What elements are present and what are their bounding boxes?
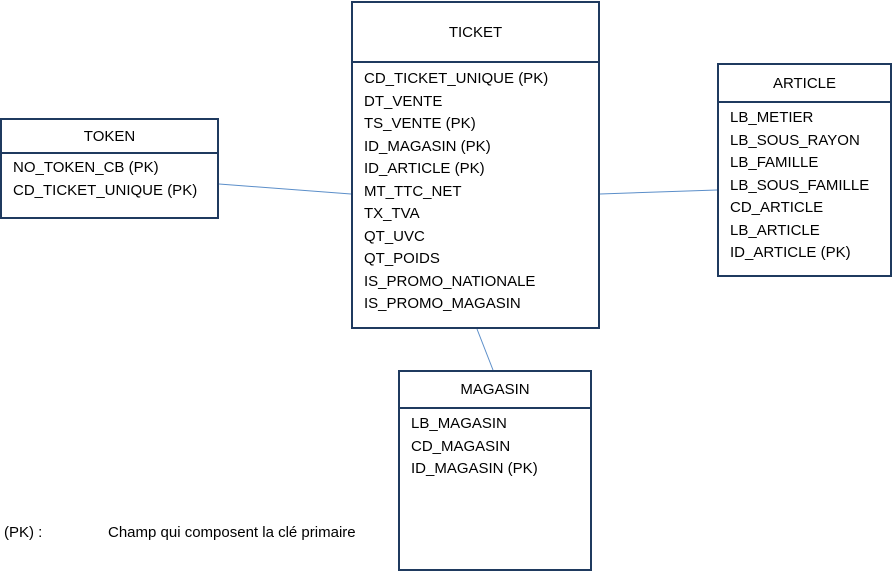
entity-ticket-title: TICKET	[353, 3, 598, 63]
legend-key: (PK) :	[4, 524, 43, 541]
entity-field: QT_POIDS	[364, 250, 440, 267]
legend: (PK) : Champ qui composent la clé primair…	[4, 524, 356, 541]
entity-field: DT_VENTE	[364, 92, 443, 110]
entity-field: TS_VENTE (PK)	[364, 115, 476, 132]
entity-field: LB_SOUS_RAYON	[730, 131, 860, 149]
entity-ticket-fields: CD_TICKET_UNIQUE (PK) DT_VENTE TS_VENTE (P…	[353, 63, 598, 316]
entity-field: QT_UVC	[364, 227, 425, 245]
entity-field: MT_TTC_NET	[364, 182, 462, 200]
legend-description: Champ qui composent la clé primaire	[108, 524, 356, 541]
link-ticket-article	[599, 189, 718, 195]
entity-token-title: TOKEN	[2, 120, 217, 154]
entity-article-title: ARTICLE	[719, 65, 890, 103]
entity-magasin[interactable]: MAGASIN LB_MAGASIN CD_MAGASIN ID_MAGASIN (…	[398, 370, 592, 571]
entity-field: ID_MAGASIN (PK)	[364, 137, 491, 155]
entity-field: ID_ARTICLE (PK)	[364, 160, 485, 177]
entity-token-fields: NO_TOKEN_CB (PK) CD_TICKET_UNIQUE (PK)	[2, 154, 217, 202]
entity-article-fields: LB_METIER LB_SOUS_RAYON LB_FAMILLE LB_SOUS_…	[719, 103, 890, 265]
entity-field: ID_ARTICLE (PK)	[730, 244, 851, 261]
entity-field: LB_SOUS_FAMILLE	[730, 176, 870, 194]
entity-magasin-title: MAGASIN	[400, 372, 590, 409]
entity-field: LB_MAGASIN	[411, 415, 507, 432]
entity-field: CD_MAGASIN	[411, 437, 511, 455]
entity-field: LB_ARTICLE	[730, 221, 820, 239]
entity-field: CD_TICKET_UNIQUE (PK)	[13, 181, 198, 199]
entity-field: LB_FAMILLE	[730, 154, 819, 171]
entity-field: TX_TVA	[364, 205, 420, 222]
entity-field: IS_PROMO_NATIONALE	[364, 272, 536, 290]
entity-magasin-fields: LB_MAGASIN CD_MAGASIN ID_MAGASIN (PK)	[400, 409, 590, 481]
entity-ticket[interactable]: TICKET CD_TICKET_UNIQUE (PK) DT_VENTE TS_V…	[351, 1, 600, 329]
entity-field: IS_PROMO_MAGASIN	[364, 295, 521, 312]
link-token-ticket	[218, 183, 352, 195]
entity-field: LB_METIER	[730, 109, 814, 126]
entity-field: NO_TOKEN_CB (PK)	[13, 159, 159, 176]
entity-field: CD_TICKET_UNIQUE (PK)	[364, 70, 549, 87]
entity-field: CD_ARTICLE	[730, 199, 824, 216]
entity-token[interactable]: TOKEN NO_TOKEN_CB (PK) CD_TICKET_UNIQUE (…	[0, 118, 219, 219]
entity-field: ID_MAGASIN (PK)	[411, 460, 538, 477]
link-ticket-magasin	[476, 328, 494, 371]
entity-article[interactable]: ARTICLE LB_METIER LB_SOUS_RAYON LB_FAMILLE…	[717, 63, 892, 277]
